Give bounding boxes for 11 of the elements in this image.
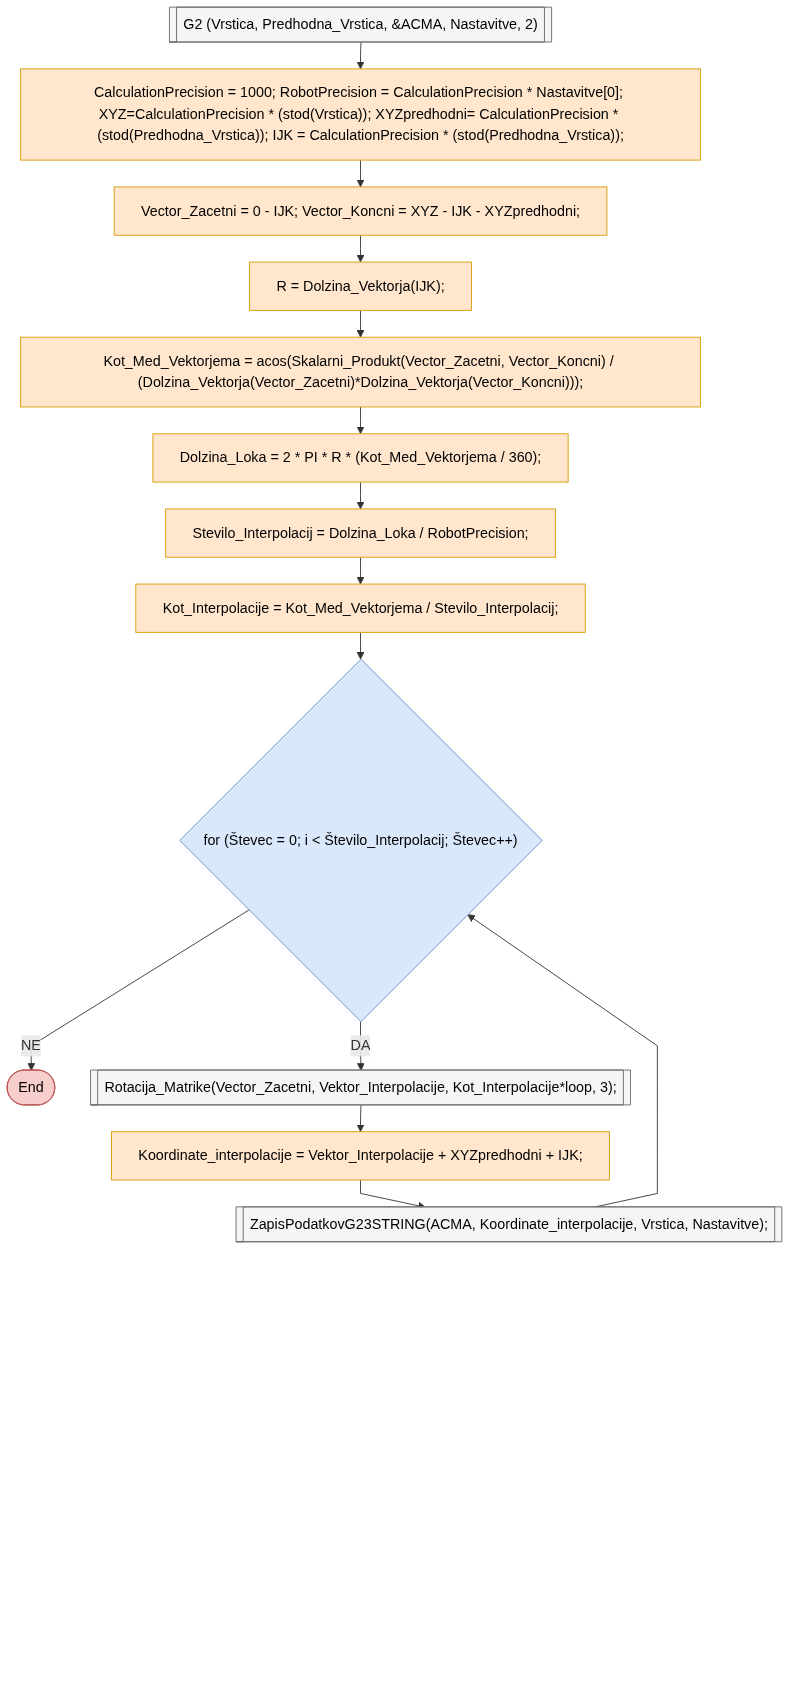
node-box: Stevilo_Interpolacij = Dolzina_Loka / RobotPrecision;: [165, 508, 556, 558]
node-box: CalculationPrecision = 1000; RobotPrecision = CalculationPrecision * Nastavitve[0]; XYZ=CalculationPrecision * (stod(Vrstica)); XYZpredhodni= CalculationPrecision * (stod(Predhodna_Vrstica)); IJK = CalculationPrecision * (stod(Predhodna_Vrstica));: [20, 68, 701, 161]
node-box: Kot_Interpolacije = Kot_Med_Vektorjema / Stevilo_Interpolacij;: [135, 583, 586, 633]
node-box: Kot_Med_Vektorjema = acos(Skalarni_Produkt(Vector_Zacetni, Vector_Koncni) / (Dolzina_Vektorja(Vector_Zacetni)*Dolzina_Vektorja(Vector_Koncni)));: [20, 336, 701, 408]
node-box: R = Dolzina_Vektorja(IJK);: [249, 261, 472, 311]
node-box: Koordinate_interpolacije = Vektor_Interpolacije + XYZpredhodni + IJK;: [111, 1131, 610, 1181]
node-diamond: for (Števec = 0; i < Število_Interpolacij; Števec++): [179, 658, 543, 1023]
edge-label: NE: [21, 1037, 41, 1054]
node-box: Vector_Zacetni = 0 - IJK; Vector_Koncni = XYZ - IJK - XYZpredhodni;: [113, 186, 608, 236]
edge-label: DA: [350, 1037, 371, 1054]
node-box: Dolzina_Loka = 2 * PI * R * (Kot_Med_Vektorjema / 360);: [152, 433, 569, 483]
